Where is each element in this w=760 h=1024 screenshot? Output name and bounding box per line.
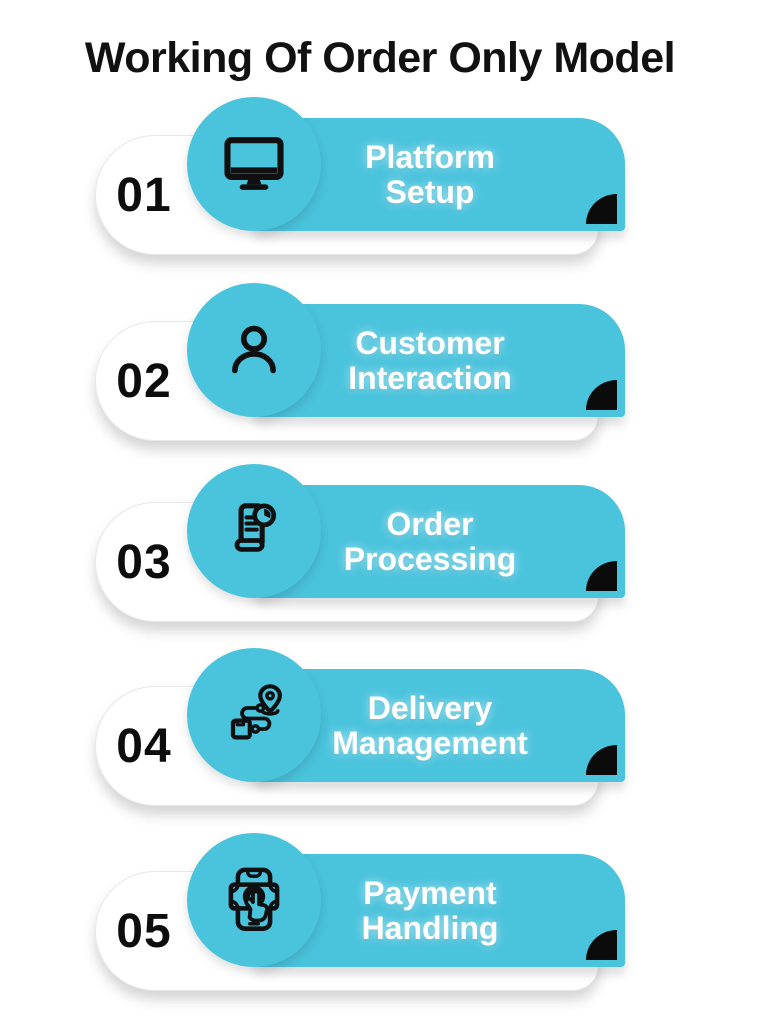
step-row-2: 02 Customer Interaction — [0, 283, 760, 455]
step-row-3: 03 Order Processing — [0, 464, 760, 636]
step-icon-circle — [187, 464, 321, 598]
step-banner: Payment Handling — [253, 854, 625, 967]
step-number: 03 — [116, 535, 172, 589]
step-icon-circle — [187, 97, 321, 231]
step-label-line1: Delivery — [367, 689, 493, 726]
step-label-line2: Management — [332, 724, 528, 761]
step-number: 01 — [116, 168, 172, 222]
step-number: 02 — [116, 354, 172, 408]
step-label-line2: Processing — [343, 540, 517, 577]
step-label: Delivery Management — [265, 669, 595, 782]
step-icon-circle — [187, 833, 321, 967]
step-banner: Platform Setup — [253, 118, 625, 231]
monitor-icon — [224, 137, 284, 190]
step-row-5: 05 Payment Handling — [0, 833, 760, 1005]
step-row-1: 01 Platform Setup — [0, 97, 760, 269]
step-number: 05 — [116, 904, 172, 958]
mobile-payment-icon — [228, 867, 280, 931]
delivery-route-icon — [230, 684, 282, 740]
step-label-line2: Setup — [385, 173, 475, 210]
step-label-line2: Interaction — [348, 359, 512, 396]
step-icon-circle — [187, 648, 321, 782]
step-number: 04 — [116, 719, 172, 773]
step-label: Order Processing — [265, 485, 595, 598]
receipt-clock-icon — [234, 503, 277, 552]
step-label-line1: Customer — [355, 324, 505, 361]
page-title: Working Of Order Only Model — [84, 34, 676, 82]
user-icon — [232, 325, 276, 374]
step-label-line1: Order — [386, 505, 474, 542]
step-label-line2: Handling — [361, 909, 499, 946]
step-label: Platform Setup — [265, 118, 595, 231]
step-label-line1: Platform — [365, 138, 495, 175]
step-icon-circle — [187, 283, 321, 417]
step-label-line1: Payment — [363, 874, 497, 911]
step-row-4: 04 Delivery Management — [0, 648, 760, 820]
step-label: Payment Handling — [265, 854, 595, 967]
step-label: Customer Interaction — [265, 304, 595, 417]
